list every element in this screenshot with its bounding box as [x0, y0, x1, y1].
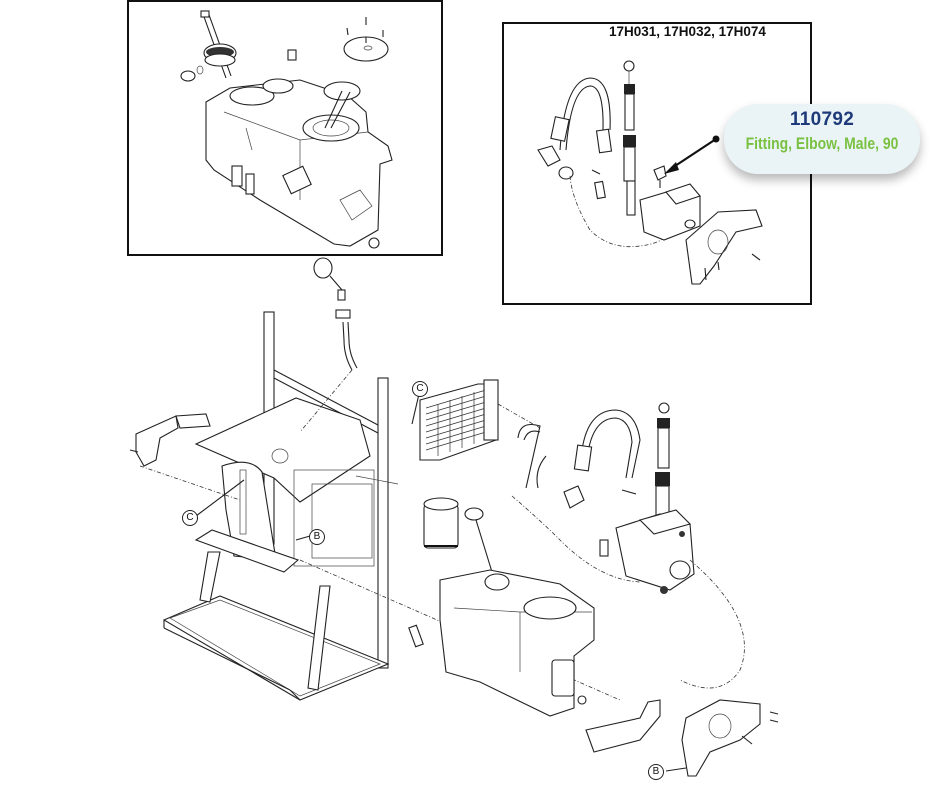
part-callout[interactable]: 110792 Fitting, Elbow, Male, 90: [724, 104, 920, 174]
reference-label-c-cooler: C: [412, 381, 428, 397]
callout-part-number: 110792: [789, 109, 855, 130]
inset-models-label: 17H031, 17H032, 17H074: [609, 24, 766, 39]
inset-tank-drawing: [180, 10, 393, 249]
inset-frame-tank: [127, 0, 443, 256]
reference-label-c-frame: C: [182, 510, 198, 526]
callout-part-description: Fitting, Elbow, Male, 90: [745, 134, 899, 153]
inset-pump-drawing: [537, 60, 763, 285]
reference-label-b-frame: B: [309, 529, 325, 545]
reference-label-b-bracket: B: [648, 764, 664, 780]
frame-drawing: [129, 257, 687, 772]
components-drawing: [408, 379, 779, 777]
